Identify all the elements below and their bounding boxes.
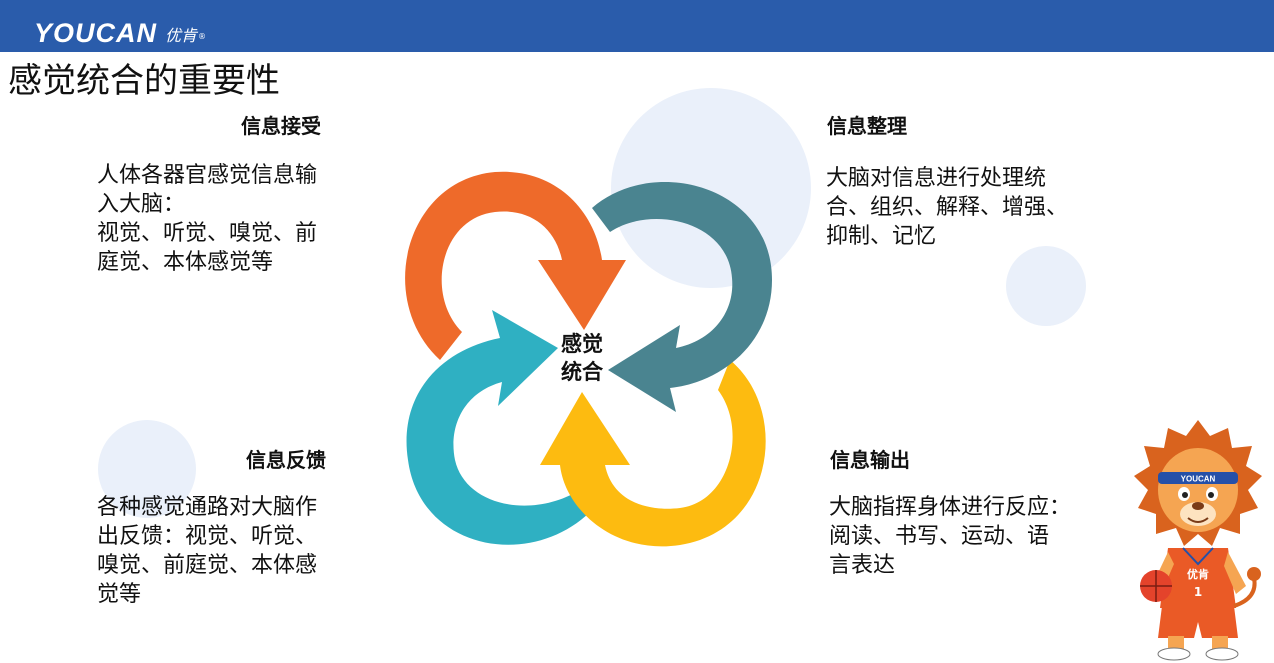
lion-mascot-image: YOUCAN 优肯 1 (1134, 420, 1262, 661)
decorative-circle-small-right (1006, 246, 1086, 326)
svg-text:1: 1 (1194, 585, 1202, 599)
heading-info-receive: 信息接受 (241, 114, 321, 138)
desc-info-feedback: 各种感觉通路对大脑作 出反馈：视觉、听觉、 嗅觉、前庭觉、本体感 觉等 (97, 495, 318, 607)
arrow-output (540, 360, 766, 547)
desc-info-receive: 人体各器官感觉信息输 入大脑： 视觉、听觉、嗅觉、前 庭觉、本体感觉等 (97, 163, 318, 275)
registered-mark: ® (198, 32, 207, 41)
sensory-cycle-diagram (405, 171, 772, 547)
arrow-organize (592, 181, 772, 412)
svg-text:优肯: 优肯 (1187, 567, 1209, 581)
desc-info-output: 大脑指挥身体进行反应： 阅读、书写、运动、语 言表达 (829, 495, 1072, 578)
heading-info-feedback: 信息反馈 (246, 448, 326, 472)
arrow-feedback (406, 310, 590, 545)
svg-text:YOUCAN: YOUCAN (1181, 475, 1216, 484)
youcan-logo: YOUCAN 优肯 ® (34, 8, 206, 48)
heading-info-organize: 信息整理 (827, 114, 907, 138)
arrow-receive (405, 171, 626, 360)
heading-info-output: 信息输出 (830, 448, 910, 472)
decorative-circle-small-left (98, 420, 196, 518)
logo-wordmark: YOUCAN (34, 18, 158, 48)
logo-chinese-text: 优肯 (165, 26, 198, 45)
desc-info-organize: 大脑对信息进行处理统 合、组织、解释、增强、 抑制、记忆 (826, 166, 1069, 249)
center-label: 感觉 统合 (561, 332, 603, 384)
page-title: 感觉统合的重要性 (8, 61, 280, 101)
header-bar: YOUCAN 优肯 ® (0, 0, 1274, 52)
